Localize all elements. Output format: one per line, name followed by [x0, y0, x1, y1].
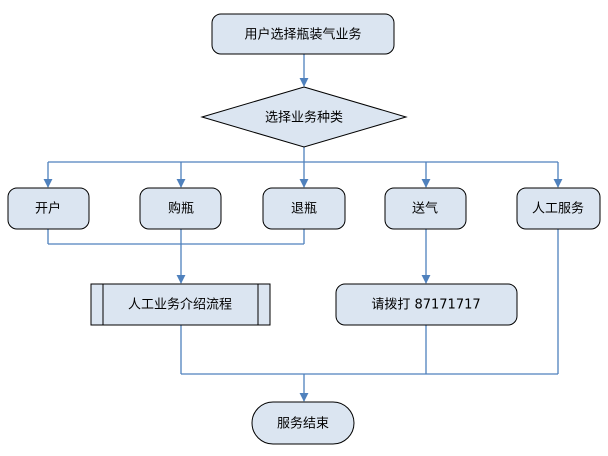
node-open-account-label: 开户 — [35, 201, 61, 217]
node-return-bottle: 退瓶 — [262, 187, 346, 230]
node-manual-intro: 人工业务介绍流程 — [90, 283, 271, 326]
node-start: 用户选择瓶装气业务 — [211, 13, 395, 55]
node-decision-label: 选择业务种类 — [265, 110, 343, 126]
node-open-account: 开户 — [7, 187, 90, 230]
node-end: 服务结束 — [251, 401, 355, 445]
node-deliver-gas-label: 送气 — [412, 201, 438, 217]
node-decision: 选择业务种类 — [200, 86, 408, 148]
node-dial-number-label: 请拨打 87171717 — [371, 298, 480, 313]
node-buy-bottle: 购瓶 — [139, 187, 222, 230]
node-manual-intro-label: 人工业务介绍流程 — [128, 297, 232, 313]
node-dial-number: 请拨打 87171717 — [335, 283, 518, 326]
node-deliver-gas: 送气 — [384, 187, 467, 230]
connectors — [43, 54, 563, 402]
node-buy-bottle-label: 购瓶 — [168, 201, 194, 217]
node-end-label: 服务结束 — [277, 416, 329, 432]
node-return-bottle-label: 退瓶 — [291, 202, 317, 217]
node-start-label: 用户选择瓶装气业务 — [244, 27, 361, 43]
node-manual-service-label: 人工服务 — [532, 201, 584, 217]
node-manual-service: 人工服务 — [516, 187, 601, 230]
